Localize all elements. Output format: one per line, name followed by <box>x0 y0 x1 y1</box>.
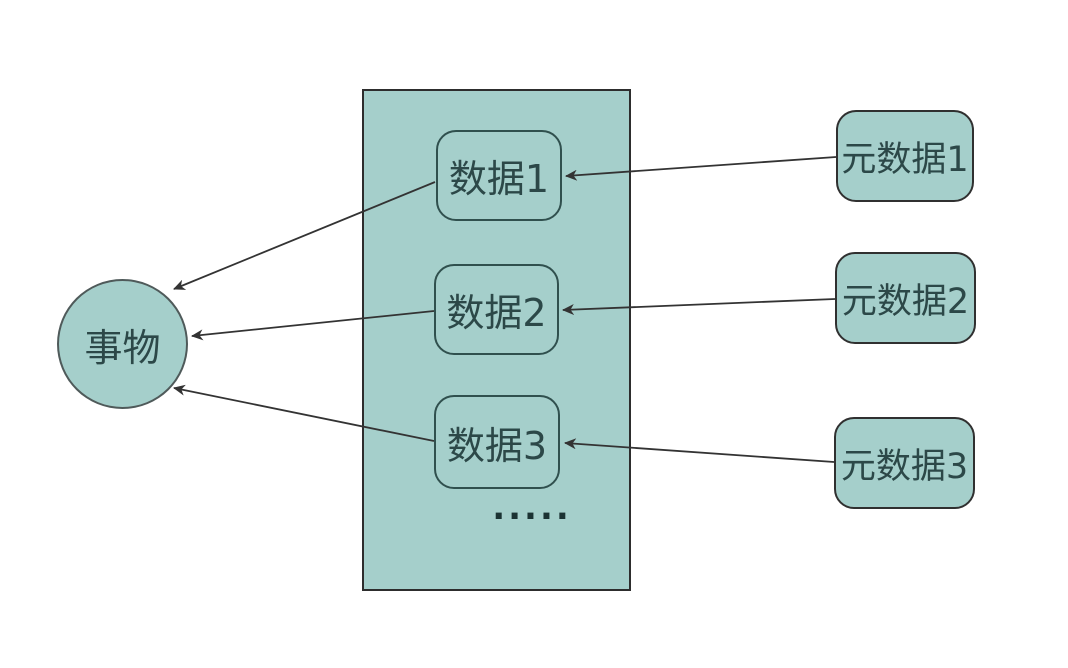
node-metadata-3: 元数据3 <box>834 417 975 509</box>
node-metadata-2: 元数据2 <box>835 252 976 344</box>
node-metadata-1: 元数据1 <box>836 110 974 202</box>
node-thing-label: 事物 <box>84 325 161 370</box>
node-data-1-label: 数据1 <box>448 157 550 201</box>
node-metadata-3-label: 元数据3 <box>840 446 969 487</box>
ellipsis-more-data: ..... <box>492 488 572 528</box>
node-thing: 事物 <box>57 279 188 409</box>
node-data-2: 数据2 <box>434 264 559 355</box>
node-data-3: 数据3 <box>434 395 560 489</box>
node-metadata-1-label: 元数据1 <box>841 139 969 180</box>
node-metadata-2-label: 元数据2 <box>841 281 970 322</box>
node-data-3-label: 数据3 <box>446 423 548 468</box>
node-data-2-label: 数据2 <box>446 291 547 335</box>
node-data-1: 数据1 <box>436 130 562 221</box>
